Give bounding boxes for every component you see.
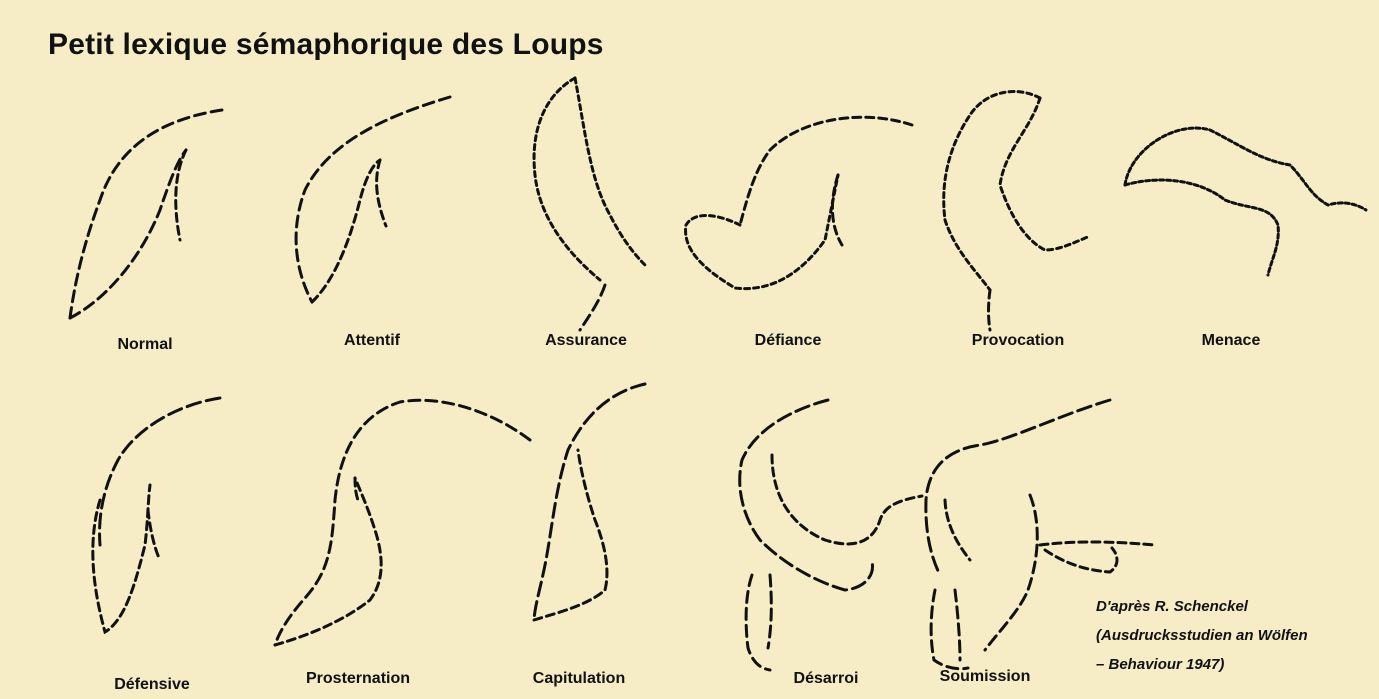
drawing-assurance	[534, 78, 645, 330]
posture-label-capitulation: Capitulation	[533, 670, 625, 688]
drawing-defensive	[93, 398, 220, 632]
drawing-desarroi	[740, 400, 922, 670]
drawing-normal	[70, 110, 222, 318]
credit-line-1: D'après R. Schenckel	[1096, 592, 1308, 621]
posture-label-provocation: Provocation	[972, 332, 1064, 350]
posture-label-assurance: Assurance	[545, 332, 627, 350]
posture-label-defiance: Défiance	[755, 332, 822, 350]
drawing-attentif	[296, 97, 450, 302]
drawing-capitulation	[534, 384, 645, 620]
drawing-provocation	[944, 92, 1090, 330]
source-credit: D'après R. Schenckel (Ausdrucksstudien a…	[1096, 592, 1308, 679]
posture-label-soumission: Soumission	[940, 668, 1031, 686]
posture-label-menace: Menace	[1202, 332, 1261, 350]
posture-label-prosternation: Prosternation	[306, 670, 410, 688]
drawing-prosternation	[275, 400, 530, 645]
posture-label-defensive: Défensive	[114, 676, 190, 694]
posture-label-attentif: Attentif	[344, 332, 400, 350]
drawing-menace	[1125, 128, 1366, 275]
credit-line-2: (Ausdrucksstudien an Wölfen	[1096, 621, 1308, 650]
posture-label-normal: Normal	[117, 336, 172, 354]
posture-label-desarroi: Désarroi	[794, 670, 859, 688]
credit-line-3: – Behaviour 1947)	[1096, 650, 1308, 679]
drawing-defiance	[686, 117, 912, 288]
